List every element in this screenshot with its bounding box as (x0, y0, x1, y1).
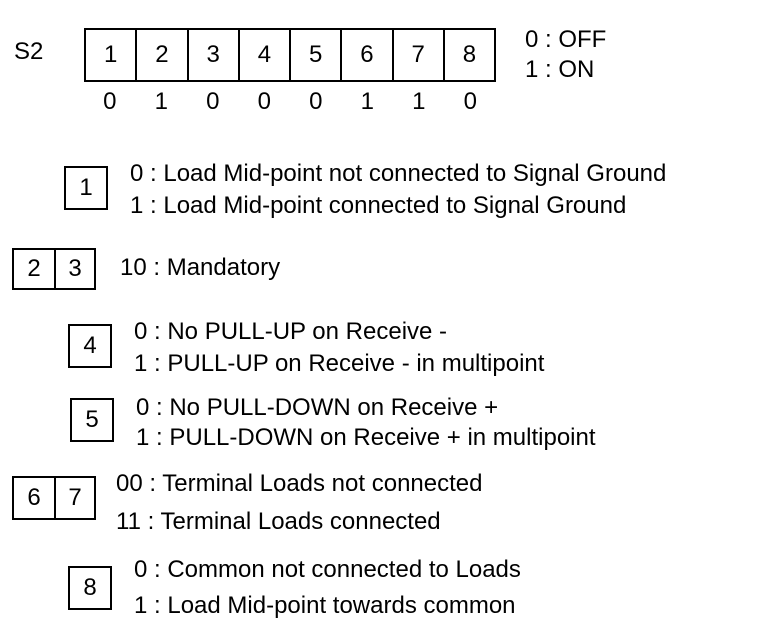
switch-position-3: 3 (189, 30, 240, 80)
group-box-4: 4 (68, 324, 112, 368)
group-8-line-1: 0 : Common not connected to Loads (134, 556, 521, 583)
group-box-2: 2 (12, 248, 56, 290)
switch-position-2: 2 (137, 30, 189, 80)
group-box-8: 8 (68, 566, 112, 610)
switch-state-1: 0 (103, 88, 117, 115)
group-box-3: 3 (54, 248, 96, 290)
dip-switch-strip: 1 2 3 4 5 6 7 8 (84, 28, 496, 82)
group-box-7: 7 (54, 476, 96, 520)
switch-state-4: 0 (257, 88, 271, 115)
legend-on: 1 : ON (525, 56, 595, 83)
switch-state-7: 1 (412, 88, 426, 115)
legend-off: 0 : OFF (525, 26, 607, 53)
group-box-6: 6 (12, 476, 56, 520)
group-4-line-1: 0 : No PULL-UP on Receive - (134, 318, 448, 345)
switch-state-5: 0 (309, 88, 323, 115)
group-box-pair-2-3: 2 3 (12, 248, 96, 290)
switch-position-5: 5 (291, 30, 343, 80)
switch-state-2: 1 (154, 88, 168, 115)
group-box-5: 5 (70, 398, 114, 442)
switch-position-7: 7 (394, 30, 445, 80)
group-5-line-1: 0 : No PULL-DOWN on Receive + (136, 394, 499, 421)
switch-states-row: 0 1 0 0 0 1 1 0 (84, 88, 496, 116)
group-4-line-2: 1 : PULL-UP on Receive - in multipoint (134, 350, 545, 377)
group-1-line-1: 0 : Load Mid-point not connected to Sign… (130, 160, 667, 187)
switch-position-1: 1 (86, 30, 138, 80)
group-2-3-line-1: 10 : Mandatory (120, 254, 281, 281)
switch-position-4: 4 (240, 30, 291, 80)
group-6-7-line-1: 00 : Terminal Loads not connected (116, 470, 483, 497)
group-6-7-line-2: 11 : Terminal Loads connected (116, 508, 441, 535)
switch-label: S2 (14, 38, 44, 65)
group-box-1: 1 (64, 166, 108, 210)
group-1-line-2: 1 : Load Mid-point connected to Signal G… (130, 192, 627, 219)
switch-state-8: 0 (463, 88, 477, 115)
group-5-line-2: 1 : PULL-DOWN on Receive + in multipoint (136, 424, 596, 451)
switch-position-6: 6 (342, 30, 394, 80)
group-8-line-2: 1 : Load Mid-point towards common (134, 592, 516, 619)
switch-state-3: 0 (206, 88, 220, 115)
switch-state-6: 1 (360, 88, 374, 115)
switch-position-8: 8 (462, 41, 477, 68)
group-box-pair-6-7: 6 7 (12, 476, 96, 520)
